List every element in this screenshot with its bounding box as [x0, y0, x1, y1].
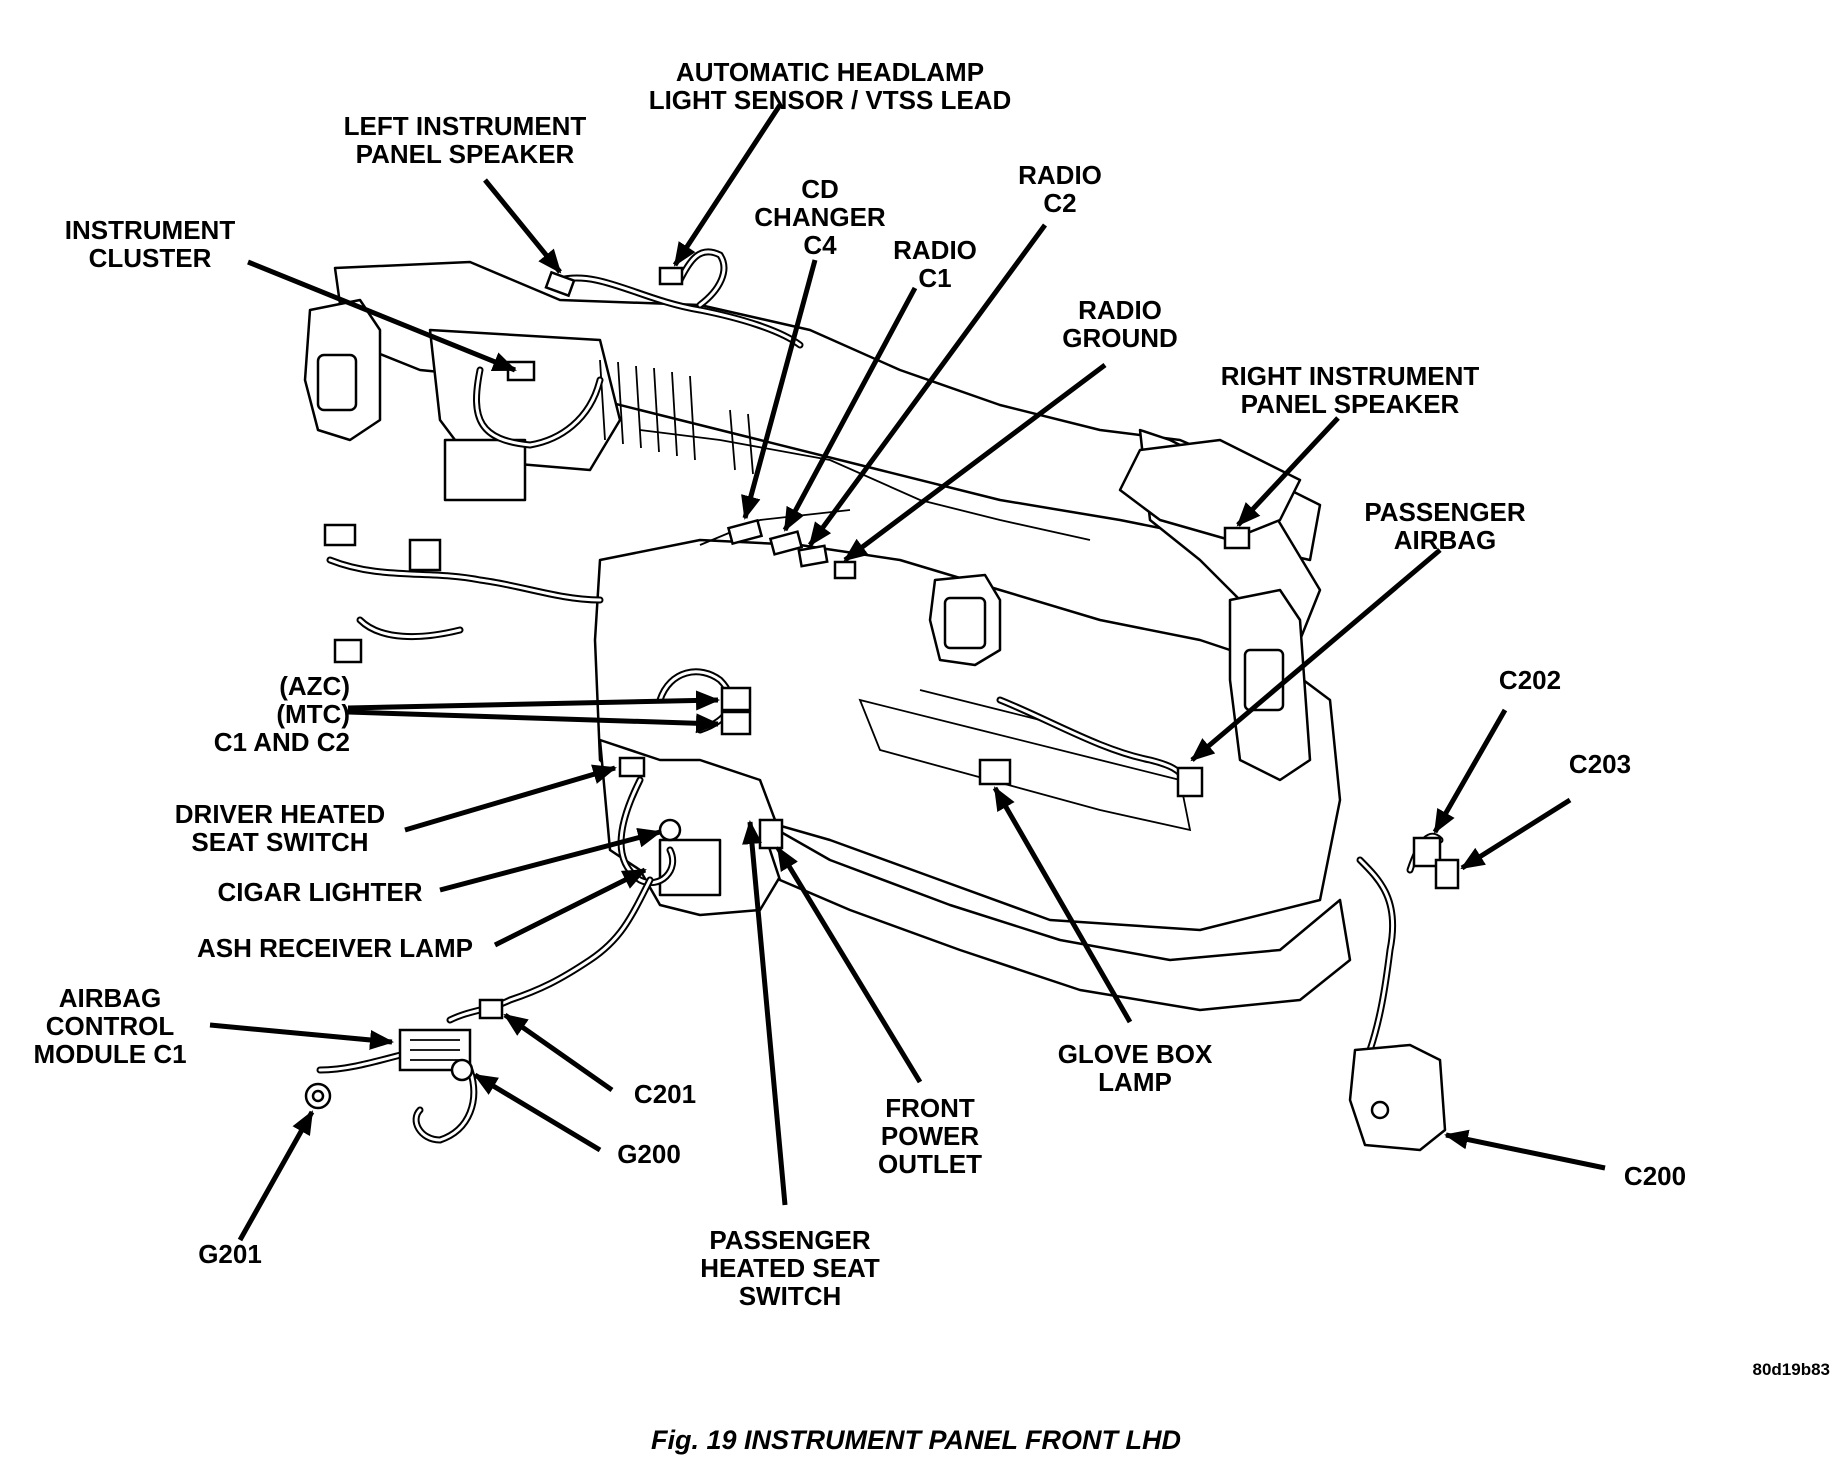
leader-azc-c2	[347, 709, 720, 734]
figure-caption: Fig. 19 INSTRUMENT PANEL FRONT LHD	[650, 1425, 1181, 1455]
callout-right-speaker: RIGHT INSTRUMENT PANEL SPEAKER	[1220, 361, 1480, 419]
callout-c201: C201	[633, 1079, 697, 1109]
callout-azc-mtc: (AZC) (MTC) C1 AND C2	[213, 671, 350, 757]
leader-lines	[209, 103, 1606, 1242]
callout-radio-ground: RADIO GROUND	[1062, 295, 1178, 353]
leader-passenger-airbag	[1190, 548, 1442, 762]
callout-radio-c2: RADIO C2	[1018, 160, 1102, 218]
callout-g201: G201	[198, 1239, 262, 1269]
leader-radio-c2	[807, 223, 1048, 547]
callout-glove-box-lamp: GLOVE BOX LAMP	[1057, 1039, 1213, 1097]
leader-azc-c1	[347, 690, 720, 711]
leader-radio-c1	[782, 286, 918, 532]
callout-g200: G200	[617, 1139, 681, 1169]
leader-auto-headlamp	[672, 103, 783, 267]
leader-g200	[473, 1072, 602, 1153]
callout-passenger-heated-seat: PASSENGER HEATED SEAT SWITCH	[700, 1225, 880, 1311]
callout-c203: C203	[1568, 749, 1632, 779]
leader-left-speaker	[483, 178, 562, 274]
callout-instrument-cluster: INSTRUMENT CLUSTER	[64, 215, 236, 273]
instrument-panel-body	[303, 260, 1352, 1012]
leader-ash-receiver-lamp	[493, 867, 647, 948]
callout-auto-headlamp: AUTOMATIC HEADLAMP LIGHT SENSOR / VTSS L…	[648, 57, 1012, 115]
callout-cigar-lighter: CIGAR LIGHTER	[217, 877, 423, 907]
callout-front-power-outlet: FRONT POWER OUTLET	[878, 1093, 982, 1179]
leader-instrument-cluster	[247, 259, 517, 373]
leader-passenger-heated-seat	[742, 820, 788, 1206]
callout-c200: C200	[1623, 1161, 1687, 1191]
leader-g201	[237, 1110, 315, 1242]
leader-radio-ground	[843, 363, 1107, 562]
callout-airbag-module: AIRBAG CONTROL MODULE C1	[33, 983, 187, 1069]
leader-front-power-outlet	[775, 846, 923, 1084]
callout-c202: C202	[1498, 665, 1562, 695]
callout-radio-c1: RADIO C1	[893, 235, 977, 293]
callout-left-speaker: LEFT INSTRUMENT PANEL SPEAKER	[343, 111, 587, 169]
callout-driver-heated-seat: DRIVER HEATED SEAT SWITCH	[174, 799, 386, 857]
connectors	[304, 266, 1460, 1152]
leader-right-speaker	[1236, 416, 1340, 527]
leader-glove-box-lamp	[992, 786, 1133, 1024]
leader-c200	[1444, 1129, 1606, 1171]
leader-driver-heated-seat	[404, 764, 617, 833]
leader-airbag-module	[209, 1022, 394, 1050]
leader-cd-changer	[741, 259, 818, 520]
callout-cd-changer: CD CHANGER C4	[754, 174, 886, 260]
callout-ash-receiver-lamp: ASH RECEIVER LAMP	[197, 933, 473, 963]
leader-c201	[503, 1012, 614, 1093]
callout-passenger-airbag: PASSENGER AIRBAG	[1364, 497, 1526, 555]
drawing-id: 80d19b83	[1752, 1360, 1831, 1379]
leader-c202	[1432, 708, 1508, 834]
leader-cigar-lighter	[439, 827, 662, 893]
leader-c203	[1460, 797, 1572, 871]
